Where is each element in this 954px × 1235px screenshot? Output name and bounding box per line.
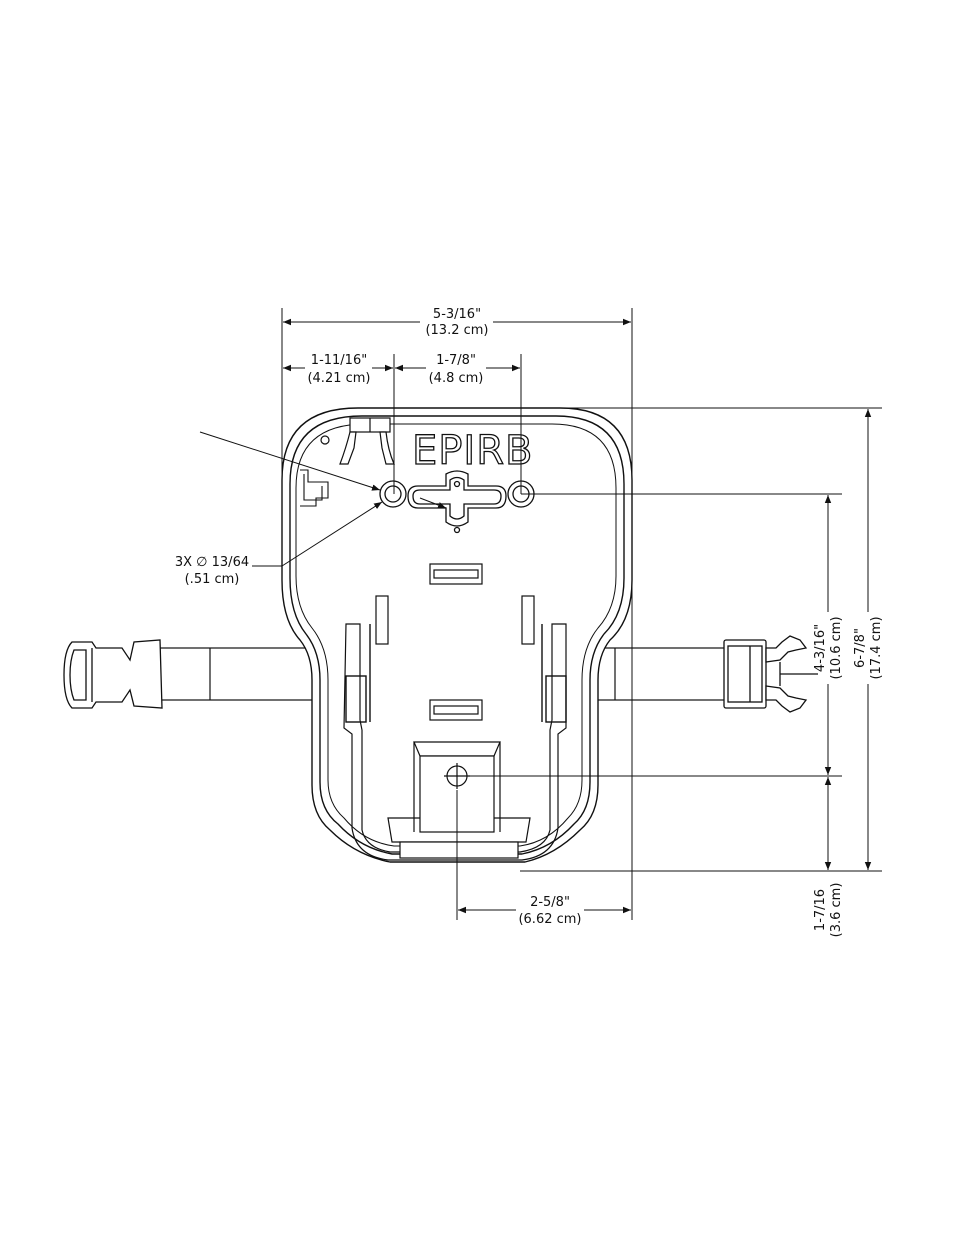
svg-text:(3.6 cm): (3.6 cm)	[829, 883, 844, 938]
dimension-lines	[199, 308, 882, 920]
svg-text:1-7/16: 1-7/16	[813, 889, 828, 931]
dim-overall-width: 5-3/16" (13.2 cm)	[425, 307, 488, 338]
dim-hole-diameter: 3X ∅ 13/64 (.51 cm)	[175, 555, 249, 587]
svg-text:(4.8 cm): (4.8 cm)	[429, 371, 484, 386]
epirb-label: EPIRB	[412, 428, 533, 474]
dim-hole-to-bottom-hole: 4-3/16" (10.6 cm)	[813, 616, 844, 679]
svg-text:(17.4 cm): (17.4 cm)	[869, 616, 884, 679]
svg-text:(13.2 cm): (13.2 cm)	[425, 323, 488, 338]
bottom-lug	[387, 741, 531, 859]
dim-overall-height: 6-7/8" (17.4 cm)	[853, 616, 884, 679]
svg-text:4-3/16": 4-3/16"	[813, 624, 828, 672]
small-vent-hole	[320, 435, 330, 445]
svg-text:2-5/8": 2-5/8"	[530, 895, 570, 910]
bracket-slots	[375, 563, 535, 721]
right-buckle	[723, 635, 818, 713]
svg-text:(.51 cm): (.51 cm)	[185, 572, 240, 587]
left-side-bracket	[300, 469, 329, 507]
svg-text:1-11/16": 1-11/16"	[311, 353, 367, 368]
svg-text:(4.21 cm): (4.21 cm)	[307, 371, 370, 386]
svg-text:(6.62 cm): (6.62 cm)	[518, 912, 581, 927]
svg-text:6-7/8": 6-7/8"	[853, 628, 868, 668]
left-buckle	[63, 639, 163, 709]
dim-bottom-offset: 1-7/16 (3.6 cm)	[813, 883, 844, 938]
dim-left-to-hole: 1-11/16" (4.21 cm)	[307, 353, 370, 386]
left-mounting-hole	[379, 480, 407, 508]
svg-text:1-7/8": 1-7/8"	[436, 353, 476, 368]
top-clip	[339, 417, 395, 465]
dim-bottom-hole-to-right: 2-5/8" (6.62 cm)	[518, 895, 581, 927]
svg-text:3X ∅ 13/64: 3X ∅ 13/64	[175, 555, 249, 570]
svg-text:(10.6 cm): (10.6 cm)	[829, 616, 844, 679]
dim-hole-spacing: 1-7/8" (4.8 cm)	[429, 353, 484, 386]
svg-text:5-3/16": 5-3/16"	[433, 307, 481, 322]
keyhole-slot	[407, 470, 507, 534]
